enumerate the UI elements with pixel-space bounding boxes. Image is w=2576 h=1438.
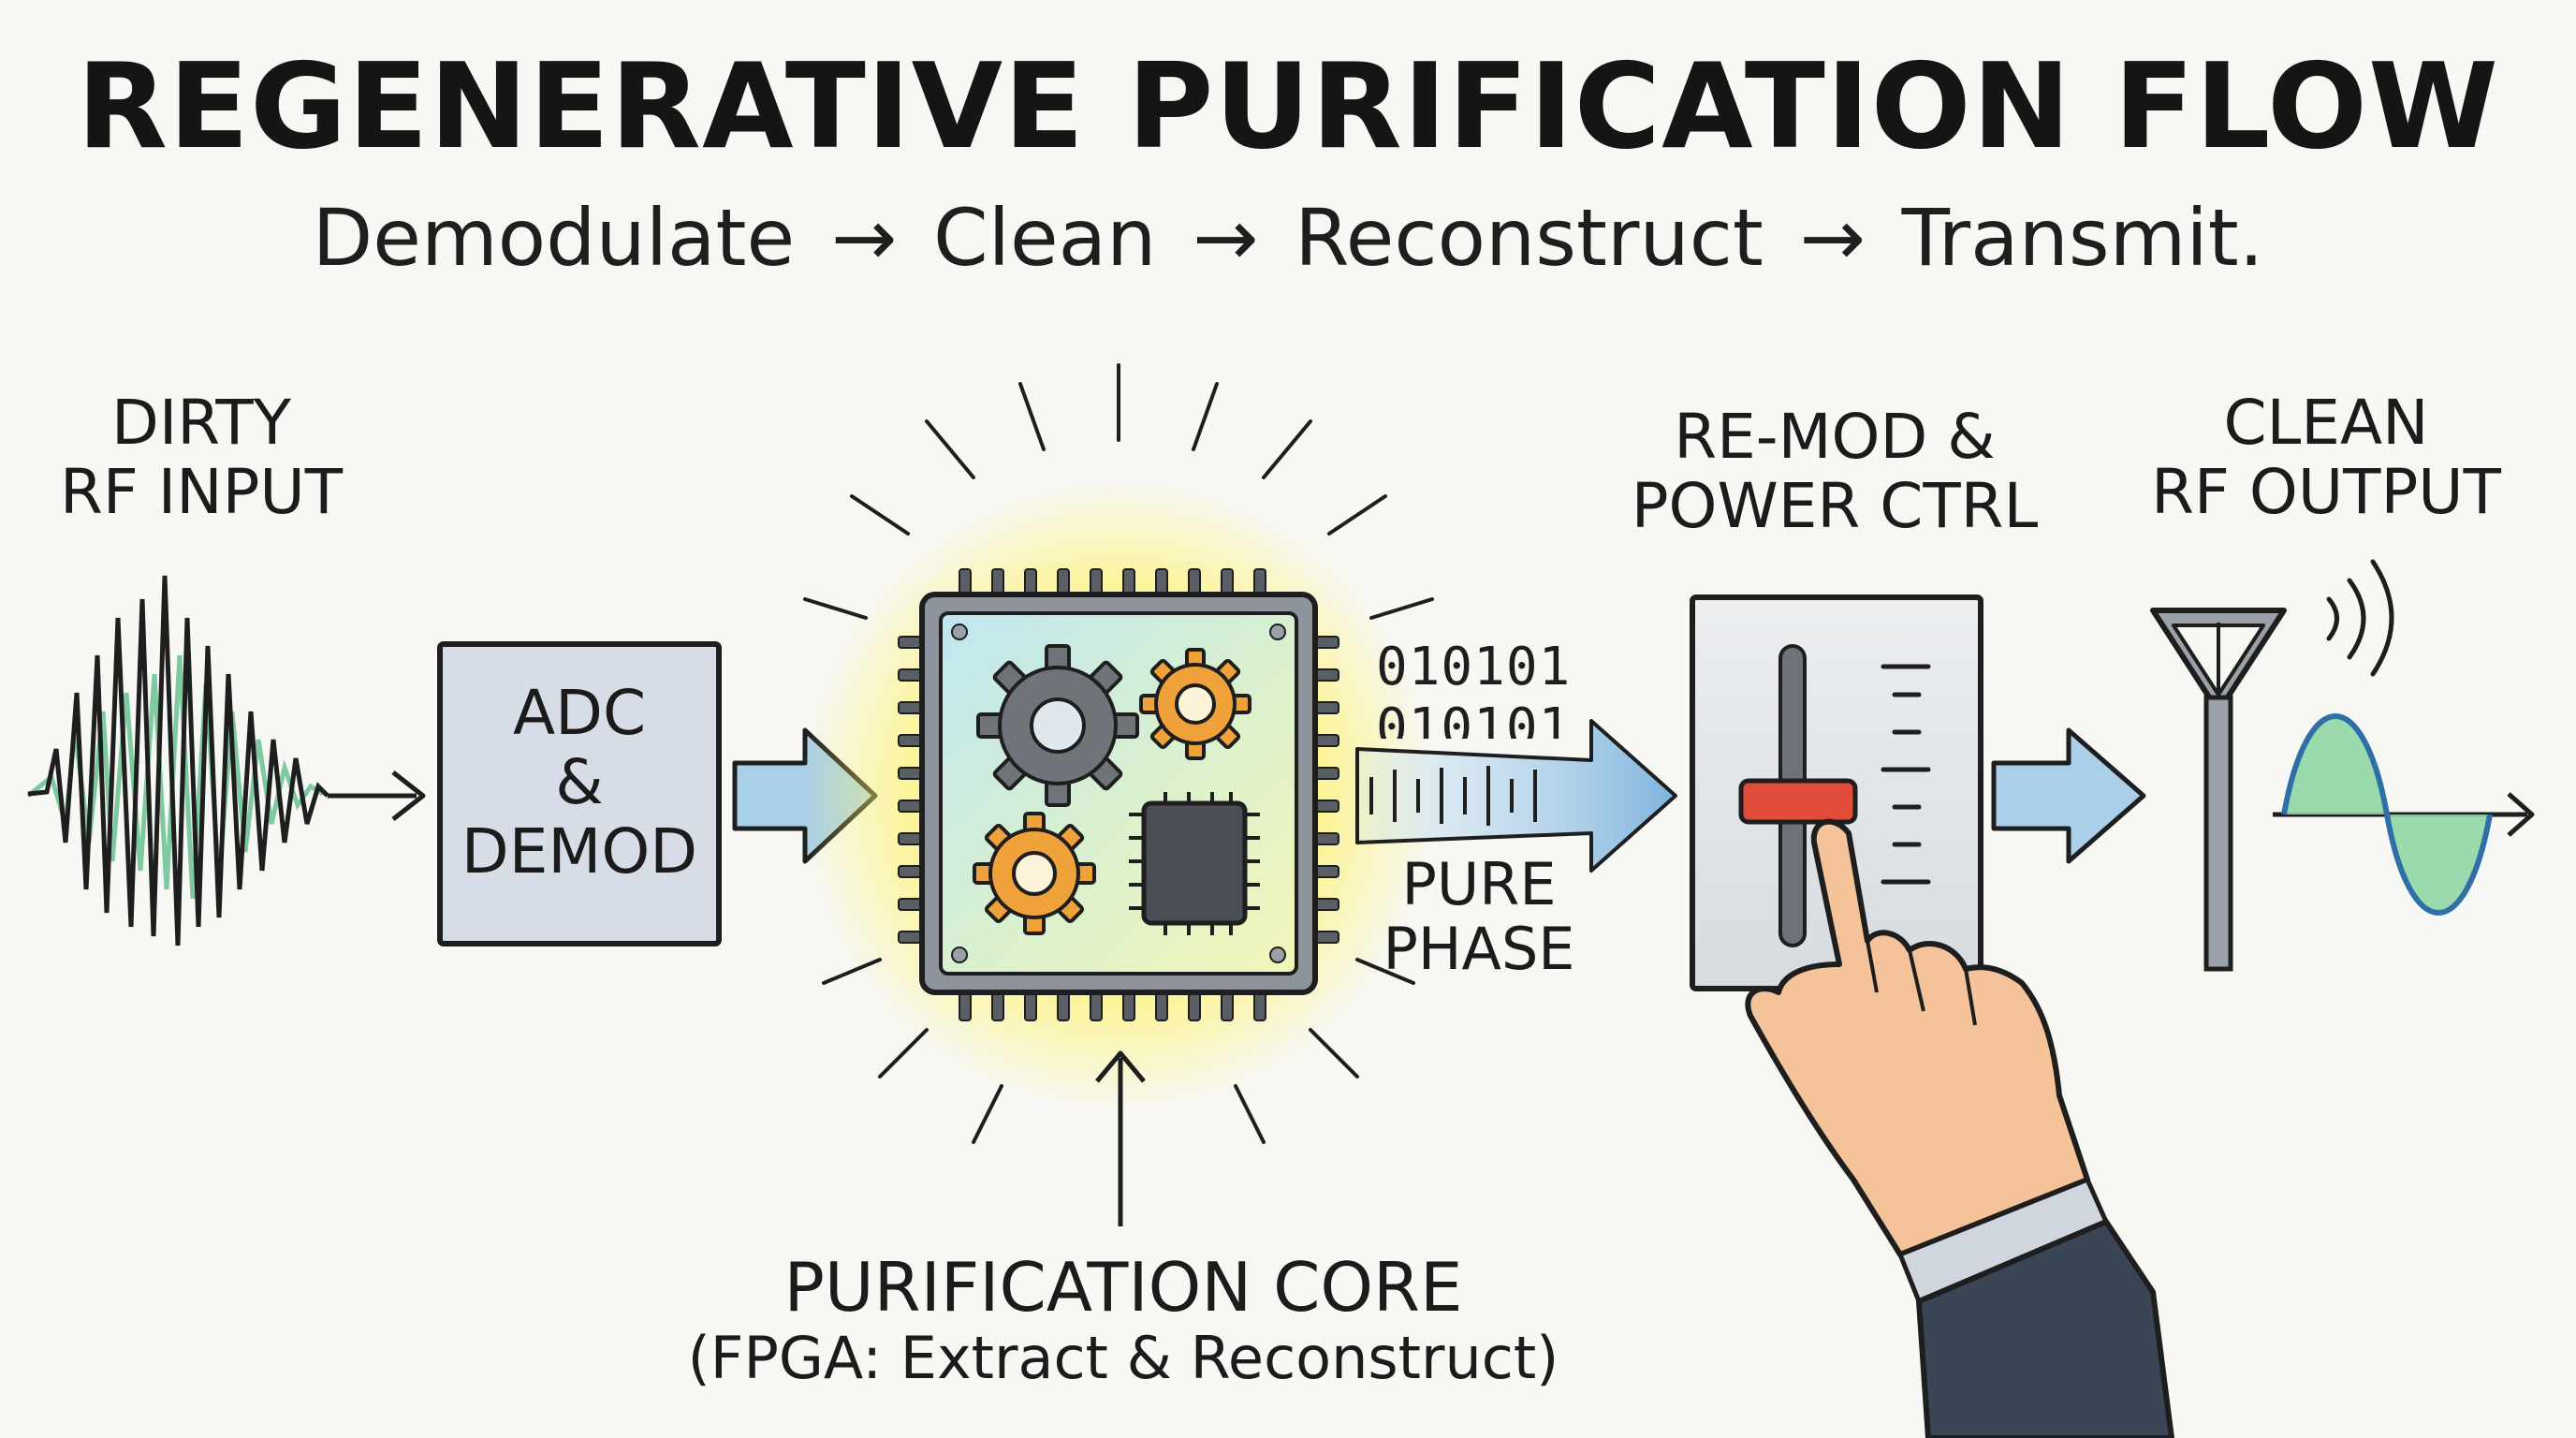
bitstream-text: 010101 010101 bbox=[1376, 637, 1571, 739]
adc-line2: & bbox=[555, 745, 604, 818]
adc-line3: DEMOD bbox=[461, 814, 698, 888]
clean-output-line1: CLEAN bbox=[2223, 387, 2429, 459]
dirty-input-label: DIRTY RF INPUT bbox=[19, 389, 384, 527]
antenna-icon bbox=[2150, 608, 2287, 972]
flow-arrow: → bbox=[830, 192, 898, 284]
chip-icon bbox=[919, 592, 1318, 995]
bitstream-beam bbox=[1355, 719, 1677, 873]
bitstream-row-1: 010101 bbox=[1376, 637, 1572, 697]
flow-step-transmit: Transmit. bbox=[1901, 192, 2264, 284]
adc-demod-box bbox=[437, 641, 722, 946]
sine-wave-icon bbox=[2273, 713, 2535, 916]
core-line1: PURIFICATION CORE bbox=[783, 1248, 1463, 1327]
gear-icon bbox=[976, 644, 1139, 807]
bitstream-row-2: 010101 bbox=[1376, 697, 1572, 739]
remod-line2: POWER CTRL bbox=[1631, 469, 2039, 542]
core-line2: (FPGA: Extract & Reconstruct) bbox=[687, 1323, 1559, 1392]
arrow-icon bbox=[328, 770, 426, 821]
arrow-icon bbox=[1991, 727, 2146, 864]
microchip-icon bbox=[1129, 792, 1260, 935]
gear-icon bbox=[973, 812, 1096, 935]
flow-arrow: → bbox=[1193, 192, 1259, 284]
dirty-input-line1: DIRTY bbox=[111, 387, 291, 459]
flow-arrow: → bbox=[1799, 192, 1866, 284]
dirty-input-line2: RF INPUT bbox=[59, 455, 344, 528]
pure-phase-line1: PURE bbox=[1401, 850, 1557, 918]
purification-core-label: PURIFICATION CORE (FPGA: Extract & Recon… bbox=[580, 1250, 1666, 1390]
flow-step-demodulate: Demodulate bbox=[312, 192, 796, 284]
slider-fader-icon bbox=[1690, 594, 1983, 991]
adc-line1: ADC bbox=[512, 677, 647, 749]
clean-output-line2: RF OUTPUT bbox=[2151, 455, 2501, 528]
arrow-icon bbox=[1095, 1050, 1146, 1226]
gear-icon bbox=[1139, 648, 1251, 760]
remod-power-label: RE-MOD & POWER CTRL bbox=[1591, 403, 2078, 541]
flow-step-reconstruct: Reconstruct bbox=[1295, 192, 1764, 284]
radio-waves-icon bbox=[2326, 559, 2394, 677]
subtitle-flow: Demodulate → Clean → Reconstruct → Trans… bbox=[0, 192, 2576, 284]
remod-line1: RE-MOD & bbox=[1674, 401, 1996, 473]
adc-demod-label: ADC & DEMOD bbox=[440, 679, 719, 887]
flow-step-clean: Clean bbox=[932, 192, 1157, 284]
pure-phase-label: PURE PHASE bbox=[1357, 852, 1601, 982]
noisy-waveform-icon bbox=[26, 575, 329, 946]
hand-icon bbox=[1745, 818, 2175, 1438]
clean-output-label: CLEAN RF OUTPUT bbox=[2097, 389, 2555, 527]
pure-phase-line2: PHASE bbox=[1383, 915, 1575, 984]
page-title: REGENERATIVE PURIFICATION FLOW bbox=[76, 37, 2500, 175]
